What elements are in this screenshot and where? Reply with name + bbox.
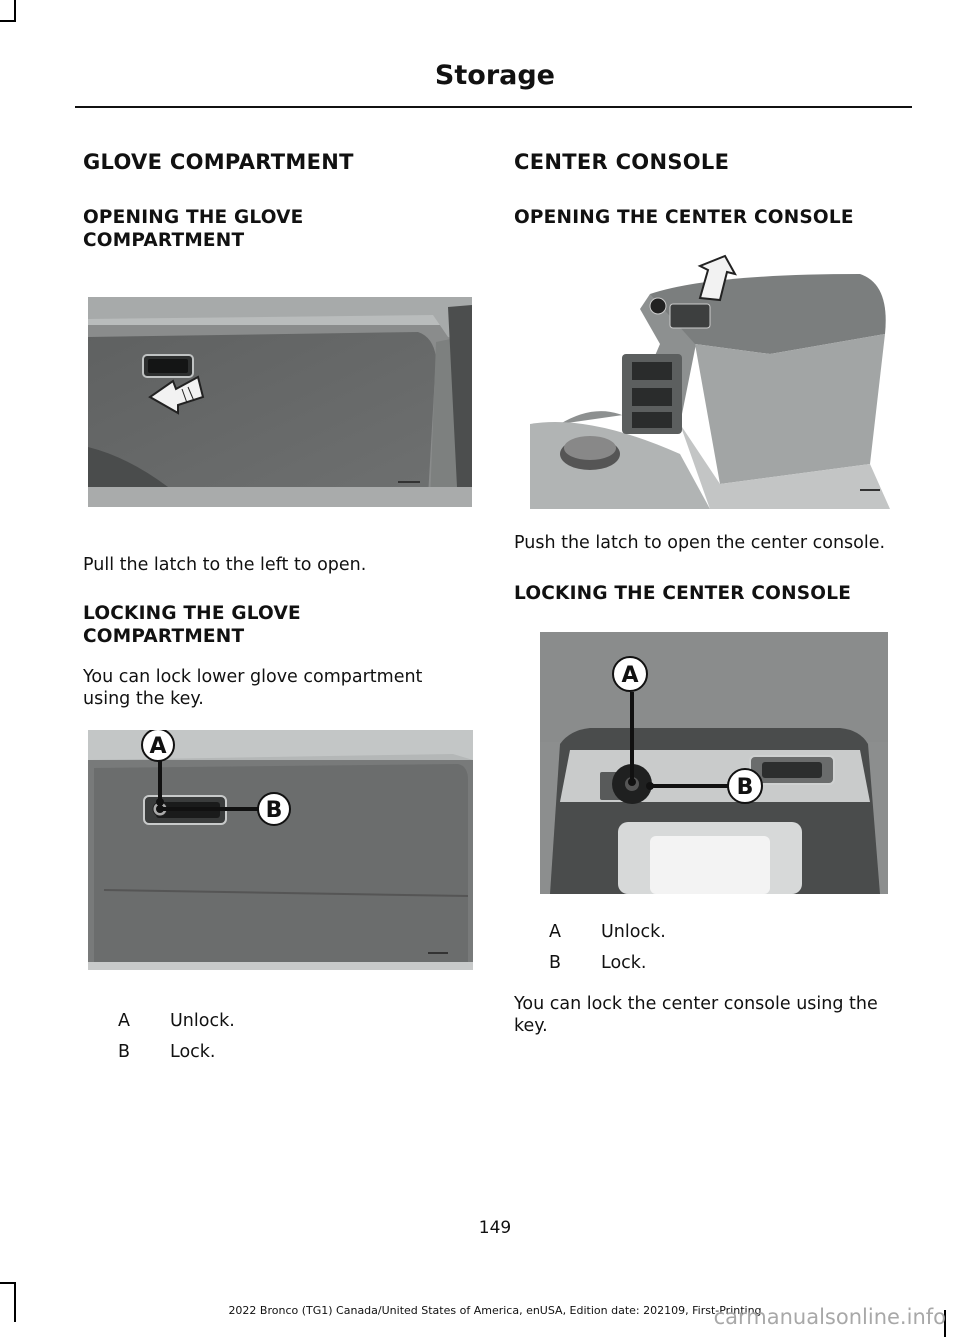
callout-b-glove: B (266, 798, 283, 823)
section-heading-glove-compartment: GLOVE COMPARTMENT (83, 150, 354, 174)
watermark: carmanualsonline.info (713, 1305, 946, 1329)
glove-opening-text: Pull the latch to the left to open. (83, 555, 367, 575)
console-locking-text: You can lock the center console using th… (514, 994, 878, 1036)
crop-mark (0, 20, 16, 22)
section-heading-center-console: CENTER CONSOLE (514, 150, 730, 174)
subheading-opening-console: OPENING THE CENTER CONSOLE (514, 207, 854, 228)
callout-a-console: A (621, 663, 638, 688)
header-rule (75, 106, 912, 108)
page-title: Storage (434, 60, 555, 91)
center-console-opening-figure (530, 254, 908, 509)
callout-b-console: B (737, 775, 754, 800)
glove-compartment-locking-figure: A B (88, 730, 473, 970)
crop-mark (0, 1282, 16, 1284)
console-opening-text: Push the latch to open the center consol… (514, 533, 886, 553)
crop-mark (14, 0, 16, 22)
footer-edition-info: 2022 Bronco (TG1) Canada/United States o… (228, 1304, 762, 1317)
page-number: 149 (478, 1218, 512, 1238)
crop-mark (944, 1310, 946, 1337)
subheading-locking-console: LOCKING THE CENTER CONSOLE (514, 583, 852, 604)
crop-mark (14, 1282, 16, 1322)
glove-compartment-opening-figure (88, 297, 472, 507)
center-console-locking-figure: A B (540, 632, 888, 894)
callout-a-glove: A (149, 734, 166, 759)
